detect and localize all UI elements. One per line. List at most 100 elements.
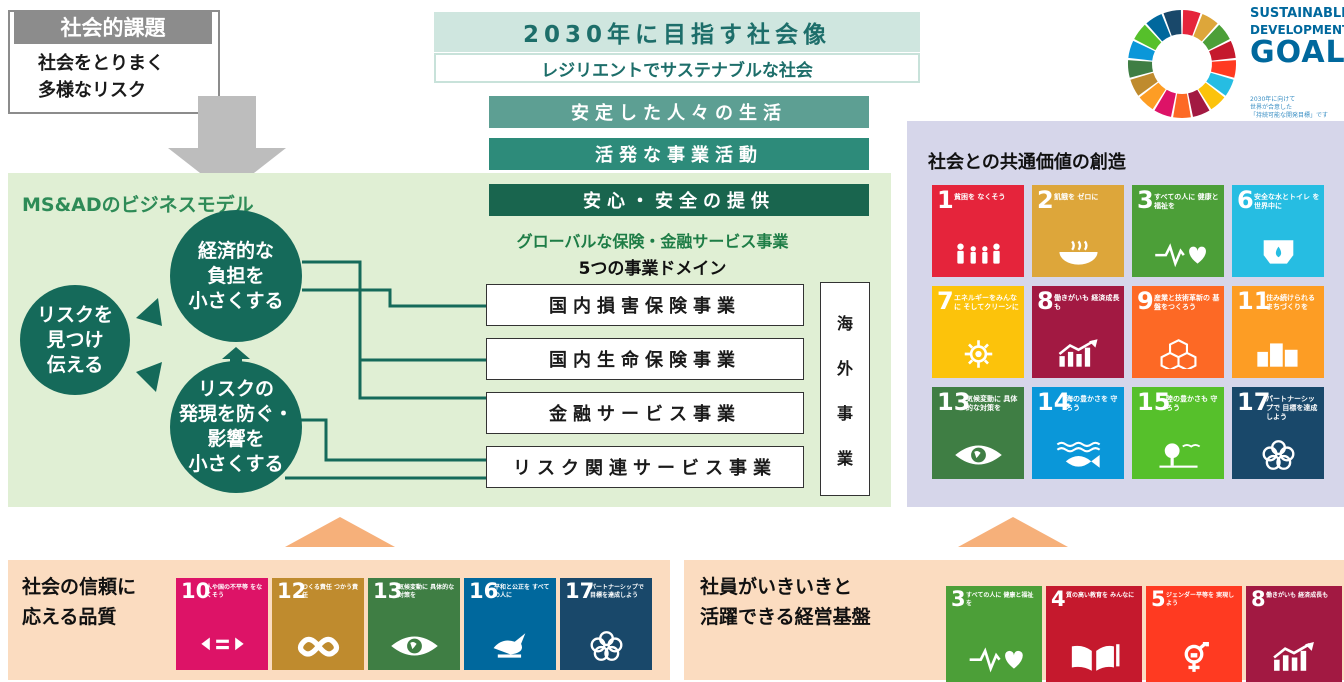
social-issues-tab: 社会的課題: [14, 10, 212, 44]
sdg-word-goals: GOALS: [1250, 35, 1344, 70]
sdg-wheel-segment: [1173, 93, 1191, 119]
sdg-goal-label: 安全な水とトイレ を世界中に: [1254, 193, 1320, 210]
equality-icon: [176, 631, 268, 665]
water-drop-icon: [1232, 238, 1324, 272]
sdg-wheel-segment: [1206, 72, 1234, 96]
rings-icon: [560, 631, 652, 665]
quality-title: 社会の信頼に 応える品質: [22, 572, 172, 632]
domain-risk-services: リスク関連サービス事業: [486, 446, 804, 488]
sdg-goal-label: 働きがいも 経済成長も: [1054, 294, 1120, 311]
circle-line: リスクを: [36, 303, 113, 326]
sdg-goal-number: 13: [937, 388, 971, 416]
infinity-icon: [272, 631, 364, 665]
overseas-char: 海: [836, 313, 853, 333]
sdg-wheel-segment: [1130, 72, 1158, 96]
sdg-wheel-segment: [1163, 10, 1182, 36]
sdg-wordmark: SUSTAINABLE DEVELOPMENT GOALS: [1250, 6, 1344, 68]
people-family-icon: [932, 238, 1024, 272]
overseas-char: 業: [836, 448, 853, 468]
circle-find-risk: リスクを 見つけ 伝える: [20, 285, 130, 395]
sdg-goal-number: 12: [277, 579, 307, 603]
sdg-goal-label: ジェンダー平等を 実現しよう: [1166, 592, 1235, 607]
circle-line: 経済的な: [197, 239, 274, 262]
sdg-goal-number: 15: [1137, 388, 1171, 416]
sdg-wheel-segment: [1139, 82, 1166, 110]
vision-bar-safety: 安心・安全の提供: [489, 184, 869, 216]
sdg-goal-label: 陸の豊かさも 守ろう: [1166, 395, 1218, 412]
sun-power-icon: [932, 339, 1024, 373]
bowl-icon: [1032, 238, 1124, 272]
gender-icon: [1146, 642, 1242, 677]
sdg-goal-label: つくる責任 つかう責任: [302, 584, 358, 599]
sdg-goal-label: 気候変動に 具体的な対策を: [398, 584, 455, 599]
circle-line: 見つけ: [46, 328, 104, 351]
earth-eye-icon: [368, 631, 460, 665]
sdg-goal-number: 3: [1137, 186, 1154, 214]
quality-title-line: 応える品質: [22, 606, 117, 628]
heartbeat-icon: [946, 642, 1042, 677]
sdg-wheel-segment: [1188, 89, 1210, 117]
sdg-wheel-segment: [1127, 60, 1153, 78]
sdg-goal-label: すべての人に 健康と福祉を: [1154, 193, 1219, 210]
city-icon: [1232, 339, 1324, 373]
circle-line: リスクの: [197, 378, 274, 400]
quality-title-line: 社会の信頼に: [22, 576, 137, 598]
sdg-wheel-segment: [1154, 89, 1176, 117]
sdg-goal-number: 9: [1137, 287, 1154, 315]
domain-domestic-life: 国内生命保険事業: [486, 338, 804, 380]
sdg-wheel-segment: [1182, 10, 1201, 36]
overseas-char: 事: [836, 403, 853, 423]
down-arrow-icon: [168, 96, 286, 194]
sdg-goal-number: 7: [937, 287, 954, 315]
sdg-goal-label: 海の豊かさを 守ろう: [1066, 395, 1118, 412]
domain-domestic-nonlife: 国内損害保険事業: [486, 284, 804, 326]
sdg-word-line: SUSTAINABLE: [1250, 6, 1344, 21]
management-title-line: 活躍できる経営基盤: [700, 606, 871, 628]
sdg-goal-number: 16: [469, 579, 499, 603]
earth-eye-icon: [932, 440, 1024, 474]
sdg-goal-number: 8: [1037, 287, 1054, 315]
sdg-goal-number: 17: [1237, 388, 1271, 416]
circle-line: 負担を: [207, 264, 265, 287]
dove-icon: [464, 631, 556, 665]
sdg-goal-label: パートナーシップで 目標を達成しよう: [1266, 395, 1318, 421]
circle-line: 影響を: [207, 428, 265, 450]
circle-reduce-burden: 経済的な 負担を 小さくする: [170, 210, 302, 342]
sdg-goal-label: 質の高い教育を みんなに: [1066, 592, 1135, 599]
circle-line: 発現を防ぐ・: [178, 403, 293, 425]
sdg-goal-label: 住み続けられる まちづくりを: [1266, 294, 1315, 311]
sdg-goal-label: 貧困を なくそう: [954, 193, 1006, 201]
business-domain-title: 5つの事業ドメイン: [578, 259, 727, 279]
sdg-goal-label: 人や国の不平等 をなくそう: [206, 584, 263, 599]
sdg-goal-number: 2: [1037, 186, 1054, 214]
sdg-goal-label: パートナーシップで 目標を達成しよう: [590, 584, 644, 599]
vision-subtitle: レジリエントでサステナブルな社会: [434, 53, 920, 83]
heartbeat-icon: [1132, 238, 1224, 272]
sdg-goal-label: 平和と公正を すべての人に: [494, 584, 550, 599]
sdg-wheel-segment: [1134, 24, 1162, 51]
sdg-wheel-segment: [1146, 14, 1171, 42]
domain-financial-services: 金融サービス事業: [486, 392, 804, 434]
sdg-word-line: DEVELOPMENT: [1250, 23, 1344, 37]
sdg-wheel-segment: [1202, 24, 1230, 51]
sdg-goal-label: すべての人に 健康と福祉を: [966, 592, 1034, 607]
vision-title: 2030年に目指す社会像: [434, 12, 920, 52]
management-title: 社員がいきいきと 活躍できる経営基盤: [700, 572, 930, 632]
sdg-goal-label: 気候変動に 具体的な対策を: [966, 395, 1018, 412]
